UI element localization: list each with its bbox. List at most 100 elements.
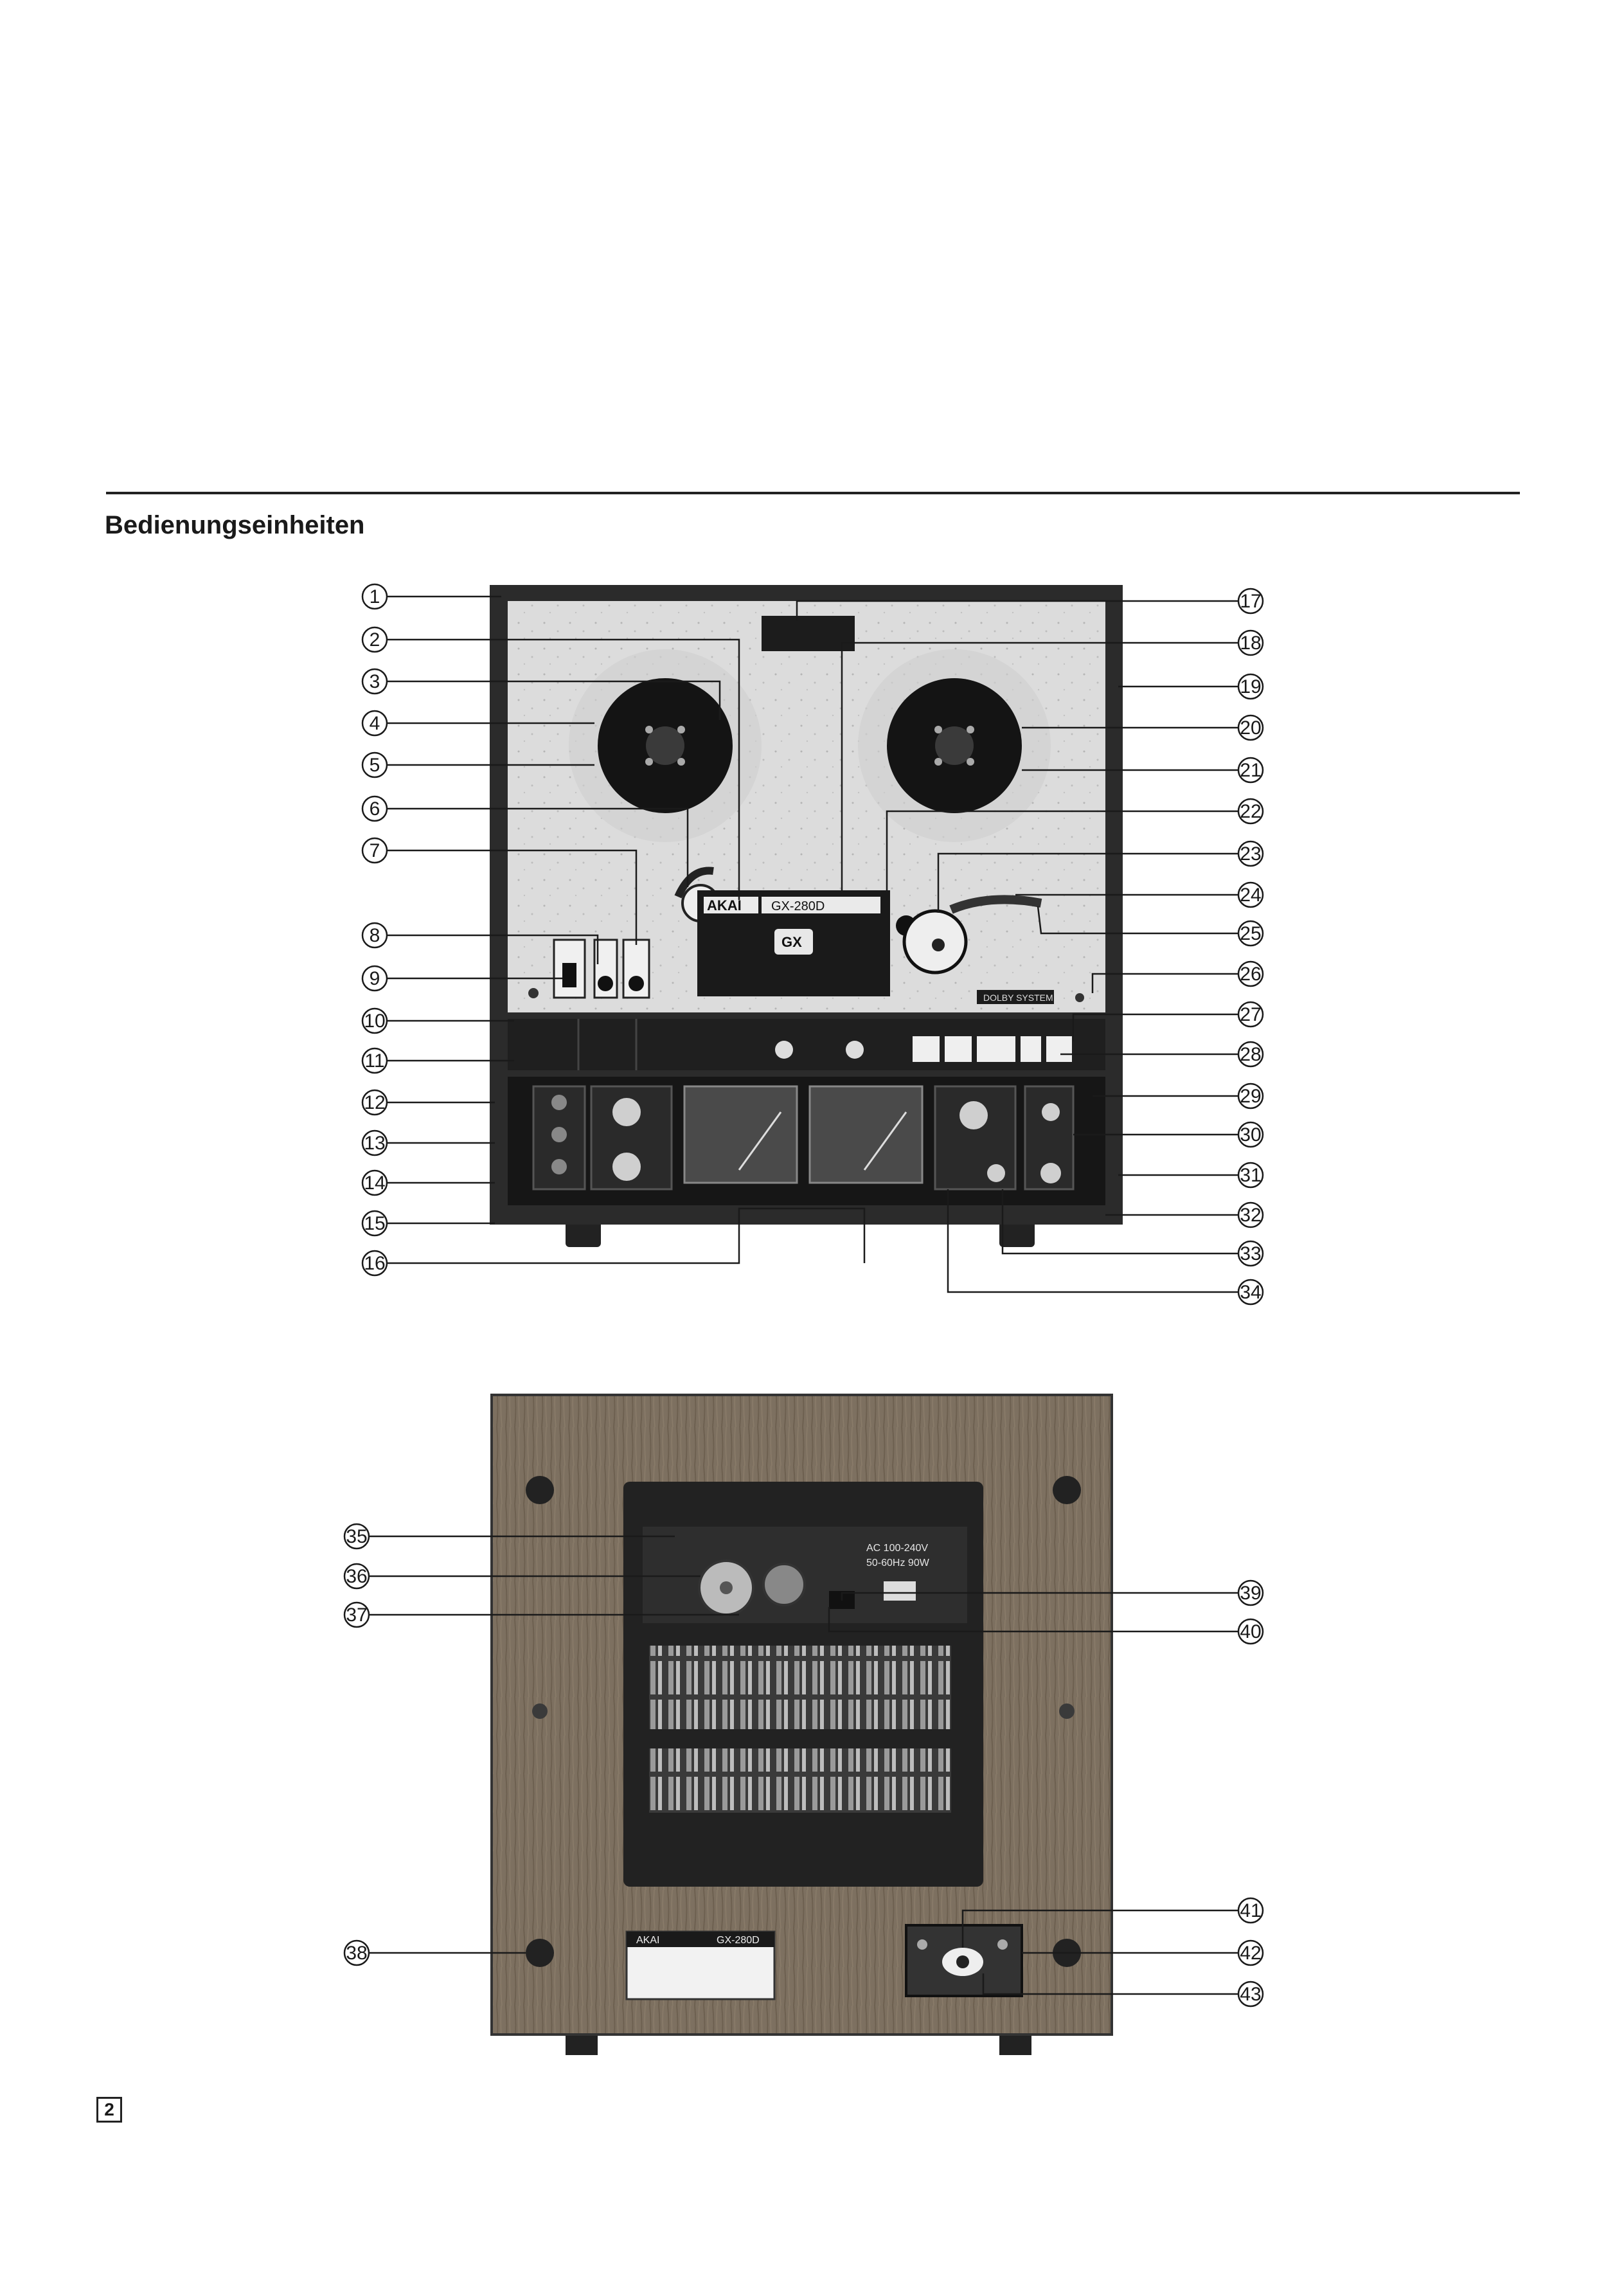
callout-circle	[361, 1210, 388, 1237]
tape-counter	[762, 616, 855, 651]
sound-on-sound-knob[interactable]	[1040, 1163, 1061, 1183]
play-key[interactable]	[977, 1036, 1015, 1062]
callout-circle	[361, 795, 388, 822]
vent-grille-lower	[649, 1748, 951, 1813]
callout-number: 16	[364, 1253, 385, 1274]
headphone-jack[interactable]	[551, 1095, 567, 1110]
callout-number: 17	[1240, 591, 1261, 612]
callout-number: 32	[1240, 1205, 1261, 1226]
callout-circle	[1237, 1897, 1264, 1924]
callout-circle	[361, 1129, 388, 1156]
callout-circle	[1237, 798, 1264, 825]
callout-number: 26	[1240, 964, 1261, 985]
leader-line	[1037, 906, 1238, 935]
leader-line	[937, 852, 1238, 913]
callout-circle	[1237, 1201, 1264, 1228]
callout-circle	[361, 1047, 388, 1074]
callout-number: 11	[364, 1050, 384, 1072]
ffwd-key[interactable]	[1021, 1036, 1041, 1062]
callout-circle	[1237, 1240, 1264, 1267]
callout-number: 6	[370, 798, 380, 820]
callout-number: 18	[1240, 633, 1261, 654]
header-rule	[106, 492, 1520, 494]
rec-mode-knob[interactable]	[775, 1041, 793, 1059]
mic-jack-right[interactable]	[551, 1159, 567, 1174]
reel-size-selector[interactable]	[598, 976, 613, 991]
leader-line	[1072, 1013, 1238, 1041]
pause-key[interactable]	[1046, 1036, 1072, 1062]
callout-number: 43	[1240, 1984, 1261, 2005]
leader-line	[387, 680, 721, 720]
callout-circle	[361, 1089, 388, 1116]
callout-number: 33	[1240, 1243, 1261, 1264]
bias-knob[interactable]	[959, 1101, 988, 1129]
callout-circle	[1237, 881, 1264, 908]
callout-circle	[1237, 960, 1264, 987]
callout-circle	[361, 751, 388, 778]
svg-text:DOLBY SYSTEM: DOLBY SYSTEM	[983, 993, 1053, 1003]
model-label: GX-280D	[771, 899, 825, 913]
svg-text:AKAI: AKAI	[636, 1935, 659, 1946]
fuse-holder[interactable]	[762, 1563, 806, 1606]
brand-label: AKAI	[707, 897, 742, 913]
callout-number: 31	[1240, 1165, 1261, 1186]
callout-circle	[1237, 1981, 1264, 2008]
ac-outlet[interactable]	[884, 1581, 916, 1601]
callout-circle	[361, 965, 388, 992]
callout-number: 41	[1240, 1900, 1261, 1921]
supply-reel[interactable]	[598, 678, 733, 813]
callout-number: 42	[1240, 1943, 1261, 1964]
callout-number: 40	[1240, 1621, 1261, 1642]
callout-circle	[1237, 840, 1264, 867]
leader-line	[387, 1207, 866, 1264]
callout-circle	[1237, 1618, 1264, 1645]
callout-number: 38	[346, 1943, 367, 1964]
callout-number: 34	[1240, 1282, 1261, 1303]
callout-circle	[343, 1601, 370, 1628]
callout-circle	[1237, 1579, 1264, 1606]
leader-line	[387, 638, 740, 900]
tape-select-knob[interactable]	[846, 1041, 864, 1059]
leader-line	[387, 807, 689, 887]
line-in-jack[interactable]	[917, 1939, 927, 1950]
page-number: 2	[96, 2097, 122, 2123]
screw-icon	[526, 1939, 554, 1967]
svg-text:GX: GX	[781, 934, 802, 950]
callout-number: 36	[346, 1566, 367, 1587]
dolby-badge	[977, 990, 1054, 1004]
leader-line	[982, 1973, 1238, 1995]
output-level-knob[interactable]	[612, 1153, 641, 1181]
callout-number: 5	[370, 755, 380, 776]
input-level-knob[interactable]	[612, 1098, 641, 1126]
tape-speed-selector[interactable]	[629, 976, 644, 991]
callout-circle	[1237, 1041, 1264, 1068]
callout-number: 35	[346, 1526, 367, 1547]
screw-icon	[526, 1476, 554, 1504]
callout-number: 25	[1240, 923, 1261, 944]
callout-number: 14	[364, 1172, 385, 1194]
callout-number: 20	[1240, 717, 1261, 739]
callout-circle	[361, 1250, 388, 1277]
callout-number: 37	[346, 1604, 367, 1626]
front-view: AKAI GX-280D GX DOLBY SYSTEM	[490, 585, 1123, 1247]
gx-logo	[774, 929, 813, 955]
leader-line	[961, 1909, 1238, 1948]
svg-text:GX-280D: GX-280D	[717, 1935, 760, 1946]
monitor-knob[interactable]	[1042, 1103, 1060, 1121]
line-out-jack[interactable]	[997, 1939, 1008, 1950]
callout-number: 4	[370, 713, 380, 734]
callout-number: 23	[1240, 843, 1261, 865]
callout-number: 15	[364, 1213, 385, 1234]
callout-number: 19	[1240, 676, 1261, 697]
mic-jack-left[interactable]	[551, 1127, 567, 1142]
page-title: Bedienungseinheiten	[105, 511, 365, 539]
stop-key[interactable]	[945, 1036, 972, 1062]
rewind-key[interactable]	[913, 1036, 940, 1062]
callout-number: 3	[370, 671, 380, 692]
takeup-reel[interactable]	[887, 678, 1022, 813]
leader-line	[387, 934, 599, 964]
leader-line	[947, 1189, 1238, 1293]
eq-knob[interactable]	[987, 1164, 1005, 1182]
power-switch[interactable]	[562, 963, 576, 987]
screw-icon	[1059, 1703, 1075, 1719]
